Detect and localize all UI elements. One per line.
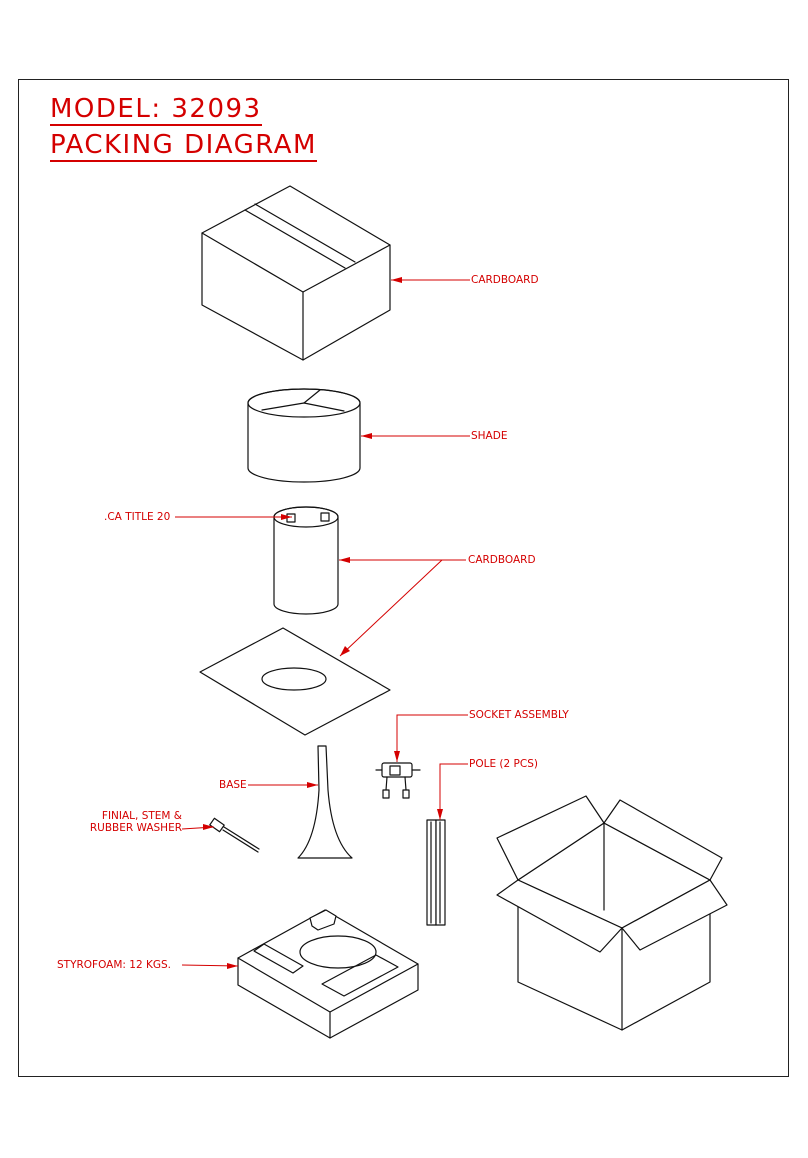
base-drawing bbox=[297, 745, 353, 859]
label-ca-title: .CA TITLE 20 bbox=[104, 511, 171, 523]
label-socket-assembly: SOCKET ASSEMBLY bbox=[469, 709, 569, 721]
label-finial-line1: FINIAL, STEM & bbox=[101, 810, 182, 822]
closed-box-drawing bbox=[201, 185, 391, 361]
styrofoam-drawing bbox=[237, 909, 419, 1039]
label-styrofoam: STYROFOAM: 12 KGS. bbox=[57, 959, 172, 971]
leader-lines bbox=[175, 277, 470, 969]
label-finial-line2: RUBBER WASHER bbox=[89, 822, 182, 834]
label-pole: POLE (2 PCS) bbox=[469, 758, 538, 770]
label-shade: SHADE bbox=[471, 430, 508, 442]
shade-drawing bbox=[247, 388, 361, 483]
label-cardboard-box: CARDBOARD bbox=[471, 274, 539, 286]
label-finial: FINIAL, STEM & RUBBER WASHER bbox=[80, 810, 182, 834]
cardboard-sheet-drawing bbox=[199, 627, 391, 736]
diagram-title: PACKING DIAGRAM bbox=[50, 130, 317, 162]
finial-drawing bbox=[209, 817, 260, 853]
drawing-frame bbox=[18, 79, 789, 1077]
label-cardboard-tube-sheet: CARDBOARD bbox=[468, 554, 536, 566]
socket-assembly-drawing bbox=[375, 762, 421, 799]
model-title: MODEL: 32093 bbox=[50, 94, 262, 126]
label-base: BASE bbox=[219, 779, 247, 791]
open-box-drawing bbox=[496, 795, 728, 1031]
pole-drawing bbox=[426, 819, 446, 926]
cardboard-tube-drawing bbox=[273, 506, 339, 615]
